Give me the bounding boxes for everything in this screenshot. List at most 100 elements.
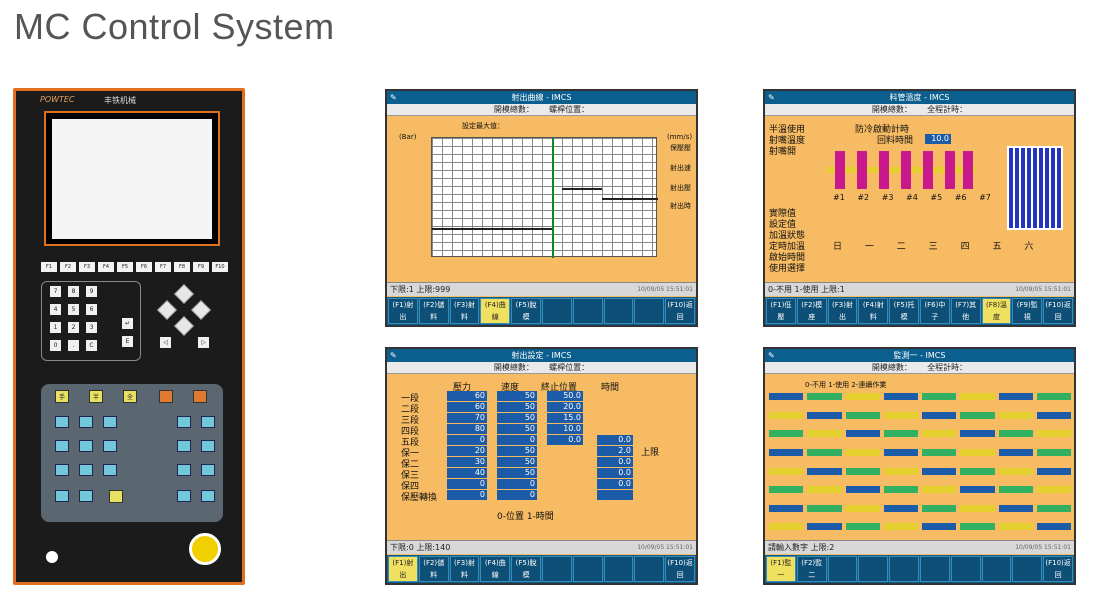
time-value[interactable]: 0.0: [597, 457, 633, 467]
f2-button[interactable]: (F2)模座: [796, 298, 827, 324]
f8-button[interactable]: [981, 556, 1012, 582]
charge-key[interactable]: [55, 440, 69, 452]
emergency-stop-button[interactable]: [189, 533, 221, 565]
core-out-key[interactable]: [201, 416, 215, 428]
f3-button[interactable]: (F3)射出: [827, 298, 858, 324]
up-arrow-key[interactable]: [174, 284, 194, 304]
left-arrow-key[interactable]: [157, 300, 177, 320]
key-enter[interactable]: ↵: [122, 318, 133, 329]
end-position-value[interactable]: 10.0: [547, 424, 583, 434]
f1-button[interactable]: (F1)射出: [388, 298, 418, 324]
f2-button[interactable]: (F2)儲料: [418, 556, 449, 582]
speed-value[interactable]: 0: [497, 435, 537, 445]
f10-button[interactable]: (F10)返回: [665, 556, 695, 582]
end-position-value[interactable]: 15.0: [547, 413, 583, 423]
pressure-value[interactable]: 0: [447, 479, 487, 489]
suckback-key[interactable]: [79, 440, 93, 452]
auto-key[interactable]: 全: [123, 390, 137, 403]
end-position-value[interactable]: 0.0: [547, 435, 583, 445]
fkey-7[interactable]: F7: [155, 262, 171, 272]
time-value[interactable]: 0.0: [597, 479, 633, 489]
f1-button[interactable]: (F1)射出: [388, 556, 418, 582]
f8-button[interactable]: (F8)溫度: [981, 298, 1012, 324]
pressure-value[interactable]: 0: [447, 435, 487, 445]
mold-adj-key[interactable]: [79, 464, 93, 476]
safety-key[interactable]: [55, 490, 69, 502]
down-arrow-key[interactable]: [174, 316, 194, 336]
fkey-6[interactable]: F6: [136, 262, 152, 272]
f9-button[interactable]: [634, 556, 665, 582]
key-6[interactable]: 6: [86, 304, 97, 315]
key-page-down[interactable]: ▷: [198, 337, 209, 348]
ejector-back-key[interactable]: [201, 440, 215, 452]
f9-button[interactable]: (F9)監視: [1012, 298, 1043, 324]
f6-button[interactable]: (F6)中子: [919, 298, 950, 324]
f5-button[interactable]: (F5)脫模: [511, 298, 541, 324]
motor-key[interactable]: [159, 390, 173, 403]
time-value[interactable]: 0.0: [597, 435, 633, 445]
pressure-value[interactable]: 80: [447, 424, 487, 434]
key-dot[interactable]: .: [68, 340, 79, 351]
time-value[interactable]: [597, 490, 633, 500]
core-in-key[interactable]: [177, 416, 191, 428]
pressure-value[interactable]: 70: [447, 413, 487, 423]
f3-button[interactable]: (F3)射料: [449, 556, 480, 582]
f10-button[interactable]: (F10)返回: [1043, 556, 1073, 582]
heater-key[interactable]: [193, 390, 207, 403]
f9-button[interactable]: [1012, 556, 1043, 582]
key-3[interactable]: 3: [86, 322, 97, 333]
speed-value[interactable]: 50: [497, 424, 537, 434]
speed-value[interactable]: 50: [497, 391, 537, 401]
lube-key[interactable]: [201, 464, 215, 476]
end-position-value[interactable]: 20.0: [547, 402, 583, 412]
key-4[interactable]: 4: [50, 304, 61, 315]
fkey-3[interactable]: F3: [79, 262, 95, 272]
f7-button[interactable]: [572, 556, 603, 582]
mold-open-key[interactable]: [79, 416, 93, 428]
f5-button[interactable]: (F5)脫模: [511, 556, 541, 582]
f4-button[interactable]: (F4)曲線: [480, 298, 511, 324]
speed-value[interactable]: 50: [497, 457, 537, 467]
fkey-10[interactable]: F10: [212, 262, 228, 272]
return-time-value[interactable]: 10.0: [925, 134, 951, 144]
f3-button[interactable]: (F3)射料: [449, 298, 480, 324]
f7-button[interactable]: (F7)其他: [950, 298, 981, 324]
pressure-value[interactable]: 60: [447, 402, 487, 412]
fkey-4[interactable]: F4: [98, 262, 114, 272]
robot-key[interactable]: [177, 464, 191, 476]
key-8[interactable]: 8: [68, 286, 79, 297]
mold-close-key[interactable]: [55, 416, 69, 428]
pressure-value[interactable]: 30: [447, 457, 487, 467]
f8-button[interactable]: [603, 556, 634, 582]
f4-button[interactable]: [858, 556, 889, 582]
end-position-value[interactable]: 50.0: [547, 391, 583, 401]
f9-button[interactable]: [634, 298, 665, 324]
speed-value[interactable]: 50: [497, 402, 537, 412]
f4-button[interactable]: (F4)曲線: [480, 556, 511, 582]
purge-key[interactable]: [103, 464, 117, 476]
f6-button[interactable]: [541, 298, 572, 324]
f10-button[interactable]: (F10)返回: [1043, 298, 1073, 324]
pressure-value[interactable]: 0: [447, 490, 487, 500]
f6-button[interactable]: [919, 556, 950, 582]
ejector-fwd-key[interactable]: [177, 440, 191, 452]
key-clear[interactable]: C: [86, 340, 97, 351]
nozzle-fwd-key[interactable]: [103, 440, 117, 452]
key-page-up[interactable]: ◁: [160, 337, 171, 348]
fkey-2[interactable]: F2: [60, 262, 76, 272]
key-9[interactable]: 9: [86, 286, 97, 297]
speed-value[interactable]: 0: [497, 479, 537, 489]
f6-button[interactable]: [541, 556, 572, 582]
f8-button[interactable]: [603, 298, 634, 324]
f7-button[interactable]: [572, 298, 603, 324]
fkey-1[interactable]: F1: [41, 262, 57, 272]
f1-button[interactable]: (F1)低壓: [766, 298, 796, 324]
manual-mode-key[interactable]: 手: [55, 390, 69, 403]
f4-button[interactable]: (F4)射料: [858, 298, 889, 324]
key-2[interactable]: 2: [68, 322, 79, 333]
reset-key[interactable]: [79, 490, 93, 502]
mold-temp-key[interactable]: [201, 490, 215, 502]
key-1[interactable]: 1: [50, 322, 61, 333]
f5-button[interactable]: (F5)托模: [889, 298, 919, 324]
nozzle-back-key[interactable]: [55, 464, 69, 476]
